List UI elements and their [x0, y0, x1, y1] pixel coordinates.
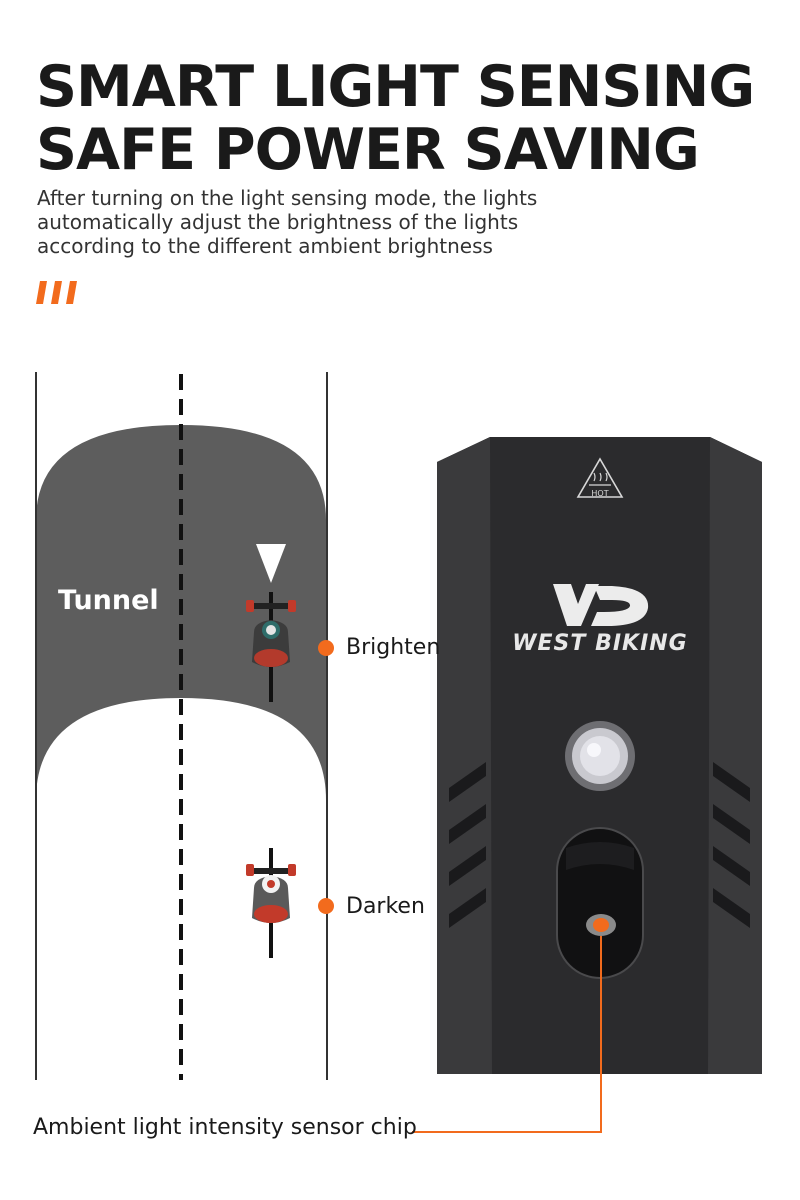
description: After turning on the light sensing mode,…: [37, 186, 537, 258]
darken-bullet-icon: [318, 898, 334, 914]
headline: SMART LIGHT SENSING SAFE POWER SAVING: [36, 54, 755, 183]
brand-name: WEST BIKING: [512, 631, 687, 656]
led-lens-icon: [565, 721, 635, 791]
description-line-1: After turning on the light sensing mode,…: [37, 186, 538, 210]
description-line-3: according to the different ambient brigh…: [37, 234, 493, 258]
headline-line-1: SMART LIGHT SENSING: [36, 54, 755, 120]
sensor-callout-line: [412, 936, 602, 1133]
bike-light-device: [437, 437, 762, 1074]
darken-label: Darken: [346, 894, 425, 919]
light-beam-icon: [256, 544, 286, 583]
accent-stripes-icon: [36, 281, 77, 304]
sensor-chip-icon: [586, 914, 616, 936]
brighten-bullet-icon: [318, 640, 334, 656]
sensor-window: [556, 827, 644, 979]
sensor-chip-label: Ambient light intensity sensor chip: [33, 1115, 417, 1140]
cyclist-outside-icon: [246, 848, 296, 958]
cyclist-tunnel-icon: [246, 592, 296, 702]
brighten-label: Brighten: [346, 635, 441, 660]
headline-line-2: SAFE POWER SAVING: [36, 117, 700, 183]
brand-logo-icon: [553, 584, 649, 626]
description-line-2: automatically adjust the brightness of t…: [37, 210, 519, 234]
tunnel-label: Tunnel: [58, 585, 159, 616]
hot-label: HOT: [591, 489, 608, 498]
hot-warning-icon: [576, 457, 624, 498]
